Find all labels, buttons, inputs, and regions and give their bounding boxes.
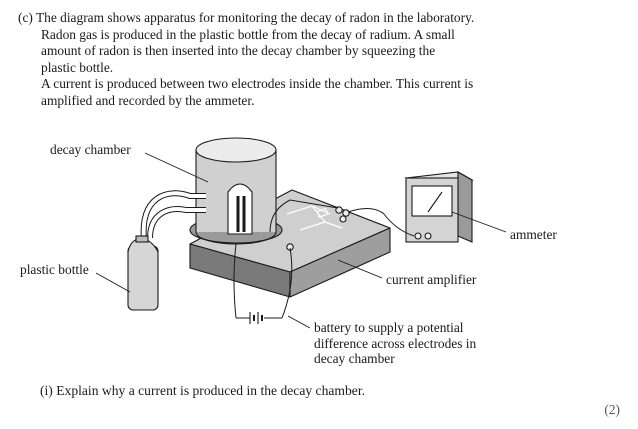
plastic-bottle [127, 235, 159, 311]
label-battery: battery to supply a potential difference… [314, 320, 476, 367]
intro-line-5: A current is produced between two electr… [41, 76, 474, 92]
decay-chamber [189, 137, 283, 245]
label-battery-line-3: decay chamber [314, 351, 395, 366]
intro-line-4: plastic bottle. [41, 59, 114, 75]
label-ammeter: ammeter [510, 227, 557, 242]
connecting-tubes [140, 190, 206, 241]
intro-line-2: Radon gas is produced in the plastic bot… [41, 26, 455, 42]
sub-question-i: (i) Explain why a current is produced in… [40, 383, 365, 398]
ammeter [404, 171, 474, 243]
label-decay-chamber: decay chamber [50, 142, 131, 157]
label-battery-line-2: difference across electrodes in [314, 335, 477, 351]
label-plastic-bottle: plastic bottle [20, 262, 89, 277]
question-intro: (c) The diagram shows apparatus for moni… [18, 10, 618, 110]
intro-line-3: amount of radon is then inserted into th… [41, 43, 436, 59]
label-battery-line-1: battery to supply a potential [314, 320, 464, 335]
marks-label: (2) [604, 402, 620, 417]
label-current-amplifier: current amplifier [386, 272, 477, 287]
intro-line-6: amplified and recorded by the ammeter. [41, 92, 255, 108]
wires [233, 199, 415, 319]
leader-lines [95, 152, 507, 329]
battery-symbol [249, 312, 263, 324]
intro-line-1: (c) The diagram shows apparatus for moni… [18, 10, 475, 25]
